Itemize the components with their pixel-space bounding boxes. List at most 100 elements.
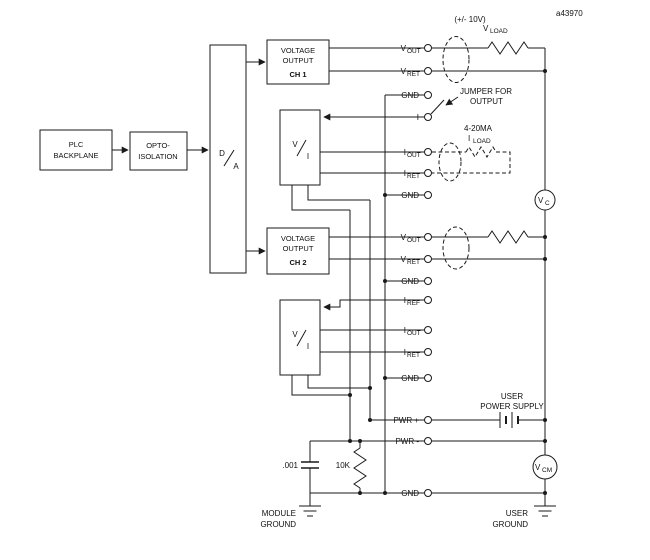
- ch2-label-2: OUTPUT: [283, 244, 314, 253]
- vc-sub: C: [545, 200, 550, 207]
- resistor-ch2-load: [487, 230, 529, 244]
- signal-flow-arrows: [112, 58, 424, 311]
- shield-oval-ch2: [442, 226, 470, 270]
- vcm-label: V: [535, 463, 541, 472]
- iload-sub: LOAD: [473, 138, 491, 145]
- ch1-label-2: OUTPUT: [283, 56, 314, 65]
- capacitor-001: [301, 461, 319, 469]
- terminal-iret-ch2-circle: [424, 348, 432, 356]
- terminal-iret-ch2-sub: RET: [407, 352, 420, 359]
- terminal-gnd-3: GND: [401, 277, 432, 286]
- terminal-iout-ch1-label: I: [404, 148, 406, 157]
- terminal-pwr-minus-label: PWR -: [395, 437, 419, 446]
- terminal-iout-ch2-sub: OUT: [407, 330, 421, 337]
- jumper-pointer-arrow: [445, 96, 459, 106]
- terminal-iret-ch1-label: I: [404, 169, 406, 178]
- terminal-vret-ch1-circle: [424, 67, 432, 75]
- vcm-sub: CM: [542, 467, 552, 474]
- terminal-vout-ch1-circle: [424, 44, 432, 52]
- user-power-supply-line2: POWER SUPPLY: [480, 402, 544, 411]
- vload-sub: LOAD: [490, 28, 508, 35]
- terminal-pwr-plus: PWR +: [393, 416, 432, 425]
- terminal-iref-circle: [424, 296, 432, 304]
- voltage-output-ch2-box: VOLTAGE OUTPUT CH 2: [266, 227, 330, 275]
- terminal-vout-ch1-label: V: [401, 44, 407, 53]
- user-power-supply-line1: USER: [501, 392, 523, 401]
- voltmeter-vc: V C: [534, 189, 556, 211]
- terminal-gnd-3-label: GND: [401, 277, 419, 286]
- ch1-label-1: VOLTAGE: [281, 46, 315, 55]
- opto-label-2: ISOLATION: [138, 152, 177, 161]
- capacitor-value-label: .001: [282, 461, 298, 470]
- terminal-iref: I REF: [404, 296, 432, 307]
- terminal-iref-label: I: [404, 296, 406, 305]
- terminal-vout-ch2-label: V: [401, 233, 407, 242]
- terminal-vret-ch1: V RET: [401, 67, 432, 78]
- voltmeter-vcm: V CM: [532, 454, 558, 480]
- figure-number: a43970: [556, 9, 583, 18]
- terminal-gnd-1-label: GND: [401, 91, 419, 100]
- terminal-vret-ch2-circle: [424, 255, 432, 263]
- terminal-iret-ch1: I RET: [404, 169, 432, 180]
- opto-isolation-box: OPTO- ISOLATION: [129, 131, 188, 171]
- terminal-iout-ch2-label: I: [404, 326, 406, 335]
- terminal-vout-ch1: V OUT: [401, 44, 432, 55]
- terminal-vout-ch2-sub: OUT: [407, 237, 421, 244]
- opto-label-1: OPTO-: [146, 141, 170, 150]
- plc-backplane-box: PLC BACKPLANE: [39, 129, 113, 171]
- terminal-iout-ch1-sub: OUT: [407, 152, 421, 159]
- jumper-switch: [430, 99, 445, 115]
- terminal-iref-sub: REF: [407, 300, 420, 307]
- terminal-i-jumper: I: [417, 113, 432, 122]
- terminal-gnd-2-label: GND: [401, 191, 419, 200]
- terminal-iret-ch1-circle: [424, 169, 432, 177]
- terminal-gnd-5: GND: [401, 489, 432, 498]
- jumper-note-line2: OUTPUT: [470, 97, 503, 106]
- module-ground-symbol: [299, 505, 321, 517]
- terminal-vret-ch2-label: V: [401, 255, 407, 264]
- da-label-bottom: A: [233, 162, 239, 171]
- vi2-label-top: V: [292, 330, 298, 339]
- terminal-i-jumper-circle: [424, 113, 432, 121]
- terminal-pwr-minus: PWR -: [395, 437, 432, 446]
- resistor-10k: [353, 447, 367, 489]
- terminal-iret-ch2-label: I: [404, 348, 406, 357]
- terminal-gnd-2: GND: [401, 191, 432, 200]
- iload-range-label: 4-20MA: [464, 124, 493, 133]
- terminal-vout-ch2: V OUT: [401, 233, 432, 244]
- terminal-pwr-plus-label: PWR +: [393, 416, 419, 425]
- user-ground-line2: GROUND: [492, 520, 528, 529]
- resistor-vload: [487, 41, 529, 55]
- plc-label-2: BACKPLANE: [53, 151, 98, 160]
- terminal-vout-ch1-sub: OUT: [407, 48, 421, 55]
- shield-oval-ch1: [442, 36, 470, 83]
- vi-converter-1-box: V I: [279, 109, 321, 186]
- terminal-gnd-4-label: GND: [401, 374, 419, 383]
- vi2-label-bottom: I: [307, 342, 309, 351]
- terminal-vout-ch2-circle: [424, 233, 432, 241]
- terminal-gnd-1: GND: [401, 91, 432, 100]
- iload-label: I: [468, 134, 470, 143]
- terminal-iout-ch2-circle: [424, 326, 432, 334]
- shield-oval-iload: [438, 142, 462, 182]
- ch2-label-3: CH 2: [289, 258, 306, 267]
- vc-label: V: [538, 196, 544, 205]
- terminal-gnd-5-label: GND: [401, 489, 419, 498]
- terminal-gnd-4-circle: [424, 374, 432, 382]
- vi1-label-bottom: I: [307, 152, 309, 161]
- module-ground-line2: GROUND: [260, 520, 296, 529]
- terminal-iout-ch2: I OUT: [404, 326, 432, 337]
- voltage-output-ch1-box: VOLTAGE OUTPUT CH 1: [266, 39, 330, 85]
- terminal-vret-ch1-label: V: [401, 67, 407, 76]
- terminal-gnd-5-circle: [424, 489, 432, 497]
- ch2-label-1: VOLTAGE: [281, 234, 315, 243]
- terminal-vret-ch1-sub: RET: [407, 71, 420, 78]
- terminal-i-jumper-label: I: [417, 113, 419, 122]
- da-converter-box: D A: [209, 44, 247, 274]
- current-load-loop: [432, 146, 511, 174]
- terminal-gnd-1-circle: [424, 91, 432, 99]
- vi-converter-2-box: V I: [279, 299, 321, 376]
- terminal-iout-ch1-circle: [424, 148, 432, 156]
